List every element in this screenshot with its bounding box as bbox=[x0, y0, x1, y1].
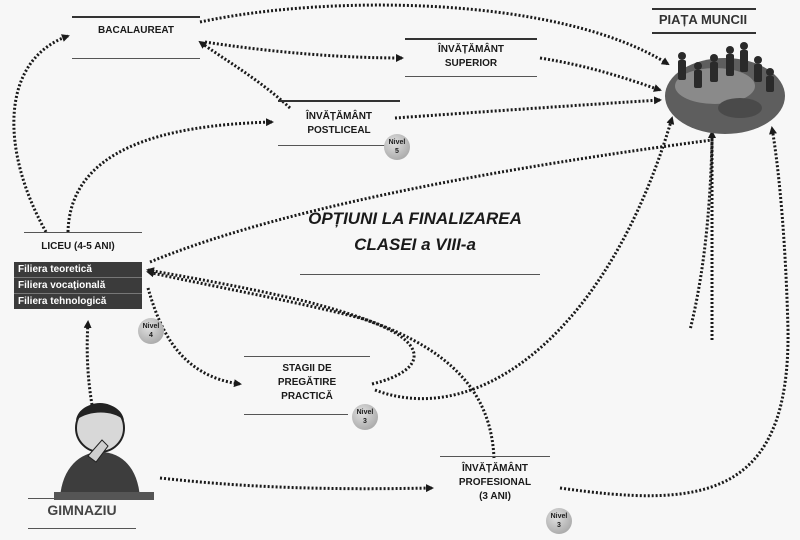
node-invatamant-superior: ÎNVĂȚĂMÂNT SUPERIOR bbox=[405, 43, 537, 71]
rule-bacalaureat-bottom bbox=[72, 58, 200, 59]
business-people-icon bbox=[678, 42, 774, 92]
node-bacalaureat: BACALAUREAT bbox=[98, 25, 174, 36]
badge-nivel-3-stagii: Nivel 3 bbox=[352, 404, 378, 430]
rule-liceu-top bbox=[24, 232, 142, 233]
node-invatamant-profesional-line1: ÎNVĂȚĂMÂNT bbox=[461, 463, 529, 474]
filiera-teoretica: Filiera teoretică bbox=[14, 262, 142, 278]
arrow-profesional-to-liceu bbox=[146, 267, 496, 459]
badge-nivel-3-stagii-word: Nivel bbox=[356, 409, 374, 416]
badge-nivel-4: Nivel 4 bbox=[138, 318, 164, 344]
rule-stagii-top bbox=[244, 356, 370, 357]
arrow-gimnaziu-to-liceu bbox=[83, 320, 94, 406]
badge-nivel-5: Nivel 5 bbox=[384, 134, 410, 160]
node-stagii-line2: PREGĂTIRE bbox=[277, 377, 337, 388]
badge-nivel-3-profesional-number: 3 bbox=[557, 522, 561, 529]
badge-nivel-3-stagii-number: 3 bbox=[363, 418, 367, 425]
node-stagii-line1: STAGII DE bbox=[282, 363, 332, 374]
arrow-profesional-to-piata bbox=[559, 126, 790, 498]
node-invatamant-profesional-line2: PROFESIONAL bbox=[458, 477, 532, 488]
rule-superior-top bbox=[405, 38, 537, 40]
badge-nivel-4-number: 4 bbox=[149, 332, 153, 339]
arrow-stagii-to-piata bbox=[374, 116, 675, 401]
node-gimnaziu: GIMNAZIU bbox=[47, 502, 117, 518]
diagram-title-line2: CLASEI a VIII-a bbox=[354, 235, 476, 254]
rule-gimnaziu-bottom bbox=[28, 528, 136, 529]
node-piata-muncii: PIAȚA MUNCII bbox=[658, 12, 748, 27]
filiera-tehnologica: Filiera tehnologică bbox=[18, 296, 107, 307]
badge-nivel-4-word: Nivel bbox=[142, 323, 160, 330]
rule-postliceal-bottom bbox=[278, 145, 386, 146]
rule-stagii-bottom bbox=[244, 414, 348, 415]
filiera-box: Filiera teoretică Filiera vocațională Fi… bbox=[14, 262, 142, 309]
node-invatamant-superior-line1: ÎNVĂȚĂMÂNT bbox=[437, 44, 505, 55]
rule-title-bottom bbox=[300, 274, 540, 275]
arrow-liceu-to-bacalaureat bbox=[12, 34, 70, 233]
node-invatamant-postliceal-line2: POSTLICEAL bbox=[307, 125, 371, 136]
node-stagii: STAGII DE PREGĂTIRE PRACTICĂ bbox=[244, 362, 370, 404]
arrow-gimnaziu-to-profesional bbox=[159, 476, 434, 493]
rule-bacalaureat-top bbox=[72, 16, 200, 18]
rule-postliceal-top bbox=[278, 100, 400, 102]
rule-piata-bottom bbox=[652, 32, 756, 34]
diagram-title: OPȚIUNI LA FINALIZAREA CLASEI a VIII-a bbox=[280, 206, 550, 258]
badge-nivel-5-number: 5 bbox=[395, 148, 399, 155]
arrow-postliceal-to-bacalaureat bbox=[198, 40, 292, 110]
rule-piata-top bbox=[652, 8, 756, 10]
node-invatamant-profesional: ÎNVĂȚĂMÂNT PROFESIONAL (3 ANI) bbox=[440, 462, 550, 504]
badge-nivel-3-profesional: Nivel 3 bbox=[546, 508, 572, 534]
arrow-superior-to-piata bbox=[539, 56, 662, 92]
student-icon bbox=[54, 403, 154, 500]
arrow-bacalaureat-to-piata bbox=[199, 3, 670, 66]
rule-superior-bottom bbox=[405, 76, 537, 77]
filiera-vocationala: Filiera vocațională bbox=[14, 278, 142, 294]
arrow-postliceal-to-piata bbox=[394, 96, 662, 120]
node-invatamant-postliceal-line1: ÎNVĂȚĂMÂNT bbox=[305, 111, 373, 122]
arrow-liceu-to-piata bbox=[149, 138, 714, 331]
badge-nivel-3-profesional-word: Nivel bbox=[550, 513, 568, 520]
rule-profesional-top bbox=[440, 456, 550, 457]
arrow-liceu-to-postliceal bbox=[66, 118, 274, 233]
node-invatamant-profesional-line3: (3 ANI) bbox=[479, 491, 511, 502]
arrow-bacalaureat-to-superior bbox=[204, 40, 404, 62]
node-invatamant-superior-line2: SUPERIOR bbox=[444, 58, 498, 69]
badge-nivel-5-word: Nivel bbox=[388, 139, 406, 146]
node-stagii-line3: PRACTICĂ bbox=[281, 391, 333, 402]
rule-gimnaziu-top bbox=[28, 498, 136, 499]
node-liceu: LICEU (4-5 ANI) bbox=[41, 241, 115, 252]
diagram-title-line1: OPȚIUNI LA FINALIZAREA bbox=[308, 209, 522, 228]
node-invatamant-postliceal: ÎNVĂȚĂMÂNT POSTLICEAL bbox=[278, 110, 400, 138]
